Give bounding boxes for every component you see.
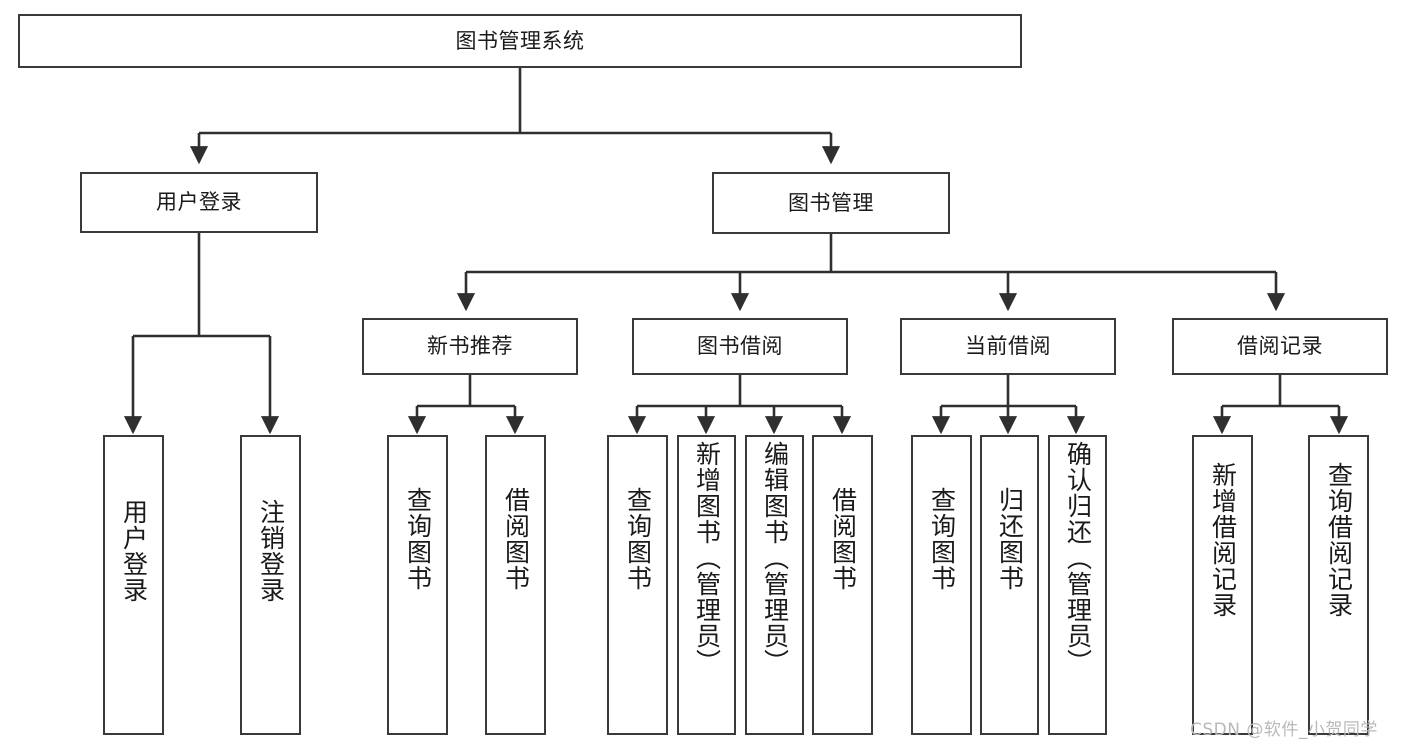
leaf-query-book-borrow[interactable]: 查询图书 xyxy=(607,435,668,735)
node-label: 当前借阅 xyxy=(965,334,1051,358)
leaf-query-book-recommend[interactable]: 查询图书 xyxy=(387,435,448,735)
node-label: 借阅记录 xyxy=(1237,334,1323,358)
node-label: 确认归还（管理员） xyxy=(1063,441,1093,675)
node-book-borrow[interactable]: 图书借阅 xyxy=(632,318,848,375)
node-label: 图书管理系统 xyxy=(455,28,585,53)
node-new-book-recommend[interactable]: 新书推荐 xyxy=(362,318,578,375)
node-label: 图书借阅 xyxy=(697,334,783,358)
node-label: 查询图书 xyxy=(927,487,957,591)
csdn-watermark: CSDN @软件_小贺同学 xyxy=(1190,720,1378,740)
node-label: 用户登录 xyxy=(119,499,149,603)
leaf-borrow-book-recommend[interactable]: 借阅图书 xyxy=(485,435,546,735)
leaf-query-borrow-record[interactable]: 查询借阅记录 xyxy=(1308,435,1369,735)
leaf-add-book-admin[interactable]: 新增图书（管理员） xyxy=(677,435,736,735)
node-book-management[interactable]: 图书管理 xyxy=(712,172,950,234)
node-label: 归还图书 xyxy=(995,487,1025,591)
node-label: 新增借阅记录 xyxy=(1208,462,1238,618)
node-root-book-management-system[interactable]: 图书管理系统 xyxy=(18,14,1022,68)
node-label: 新书推荐 xyxy=(427,334,513,358)
leaf-query-book-current[interactable]: 查询图书 xyxy=(911,435,972,735)
leaf-add-borrow-record[interactable]: 新增借阅记录 xyxy=(1192,435,1253,735)
leaf-return-book[interactable]: 归还图书 xyxy=(980,435,1039,735)
node-label: 借阅图书 xyxy=(828,487,858,591)
leaf-borrow-book[interactable]: 借阅图书 xyxy=(812,435,873,735)
node-label: 用户登录 xyxy=(156,190,242,214)
node-user-login[interactable]: 用户登录 xyxy=(80,172,318,233)
node-label: 图书管理 xyxy=(788,190,874,215)
node-borrow-record[interactable]: 借阅记录 xyxy=(1172,318,1388,375)
node-label: 查询图书 xyxy=(403,487,433,591)
node-label: 注销登录 xyxy=(256,499,286,603)
leaf-edit-book-admin[interactable]: 编辑图书（管理员） xyxy=(745,435,804,735)
leaf-user-login[interactable]: 用户登录 xyxy=(103,435,164,735)
node-label: 新增图书（管理员） xyxy=(692,441,722,675)
node-label: 查询借阅记录 xyxy=(1324,462,1354,618)
node-label: 借阅图书 xyxy=(501,487,531,591)
node-label: 查询图书 xyxy=(623,487,653,591)
leaf-logout[interactable]: 注销登录 xyxy=(240,435,301,735)
node-label: 编辑图书（管理员） xyxy=(760,441,790,675)
leaf-confirm-return-admin[interactable]: 确认归还（管理员） xyxy=(1048,435,1107,735)
node-current-borrow[interactable]: 当前借阅 xyxy=(900,318,1116,375)
